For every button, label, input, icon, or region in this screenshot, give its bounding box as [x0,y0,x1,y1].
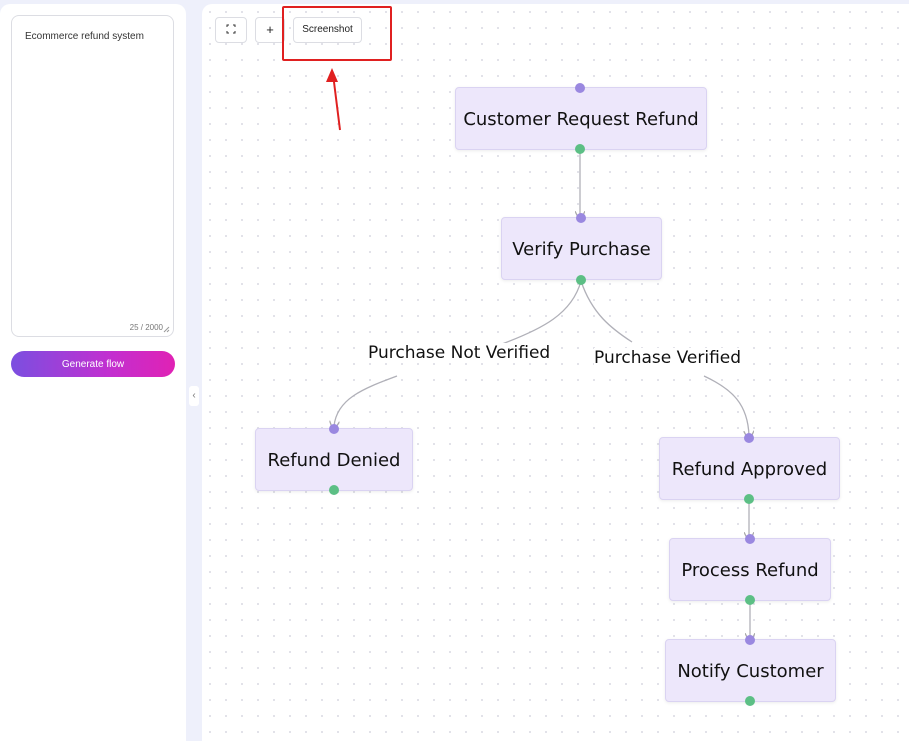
sidebar-panel: Ecommerce refund system 25 / 2000 Genera… [0,4,186,741]
handle-in-request[interactable] [575,83,585,93]
char-counter: 25 / 2000 [129,323,163,332]
collapse-sidebar-button[interactable]: ‹ [189,386,199,406]
node-handles [329,83,755,706]
annotation-arrow [326,68,341,131]
handle-out-denied[interactable] [329,485,339,495]
node-process-refund[interactable]: Process Refund [669,538,831,601]
node-label: Notify Customer [677,661,824,682]
handle-in-verify[interactable] [576,213,586,223]
node-label: Process Refund [681,560,819,581]
screenshot-button[interactable]: Screenshot [293,17,362,43]
fit-view-button[interactable] [215,17,247,43]
node-refund-approved[interactable]: Refund Approved [659,437,840,500]
flow-edges [326,68,909,741]
node-refund-denied[interactable]: Refund Denied [255,428,413,491]
prompt-textarea[interactable]: Ecommerce refund system 25 / 2000 [11,15,174,337]
node-customer-request-refund[interactable]: Customer Request Refund [455,87,707,150]
edge-verify-to-approved [580,280,749,436]
node-label: Refund Approved [671,459,828,480]
node-verify-purchase[interactable]: Verify Purchase [501,217,662,280]
handle-in-process[interactable] [745,534,755,544]
generate-flow-button[interactable]: Generate flow [11,351,175,377]
handle-in-notify[interactable] [745,635,755,645]
handle-out-approved[interactable] [744,494,754,504]
edge-label-verified: Purchase Verified [594,348,742,368]
node-notify-customer[interactable]: Notify Customer [665,639,836,702]
handle-out-request[interactable] [575,144,585,154]
handle-in-approved[interactable] [744,433,754,443]
flow-canvas[interactable]: + Screenshot Purchase Not Verified P [202,4,909,741]
handle-out-notify[interactable] [745,696,755,706]
node-label: Verify Purchase [512,239,651,260]
resize-handle-icon[interactable] [163,326,170,333]
handle-out-process[interactable] [745,595,755,605]
handle-in-denied[interactable] [329,424,339,434]
annotation-highlight-box [282,6,392,61]
handle-out-verify[interactable] [576,275,586,285]
fit-view-icon [226,24,236,34]
prompt-text[interactable]: Ecommerce refund system [25,31,144,42]
edge-verify-to-denied [334,280,582,426]
node-label: Refund Denied [267,450,401,471]
node-label: Customer Request Refund [463,109,699,130]
edge-label-not-verified: Purchase Not Verified [368,343,551,363]
zoom-in-button[interactable]: + [255,17,285,43]
